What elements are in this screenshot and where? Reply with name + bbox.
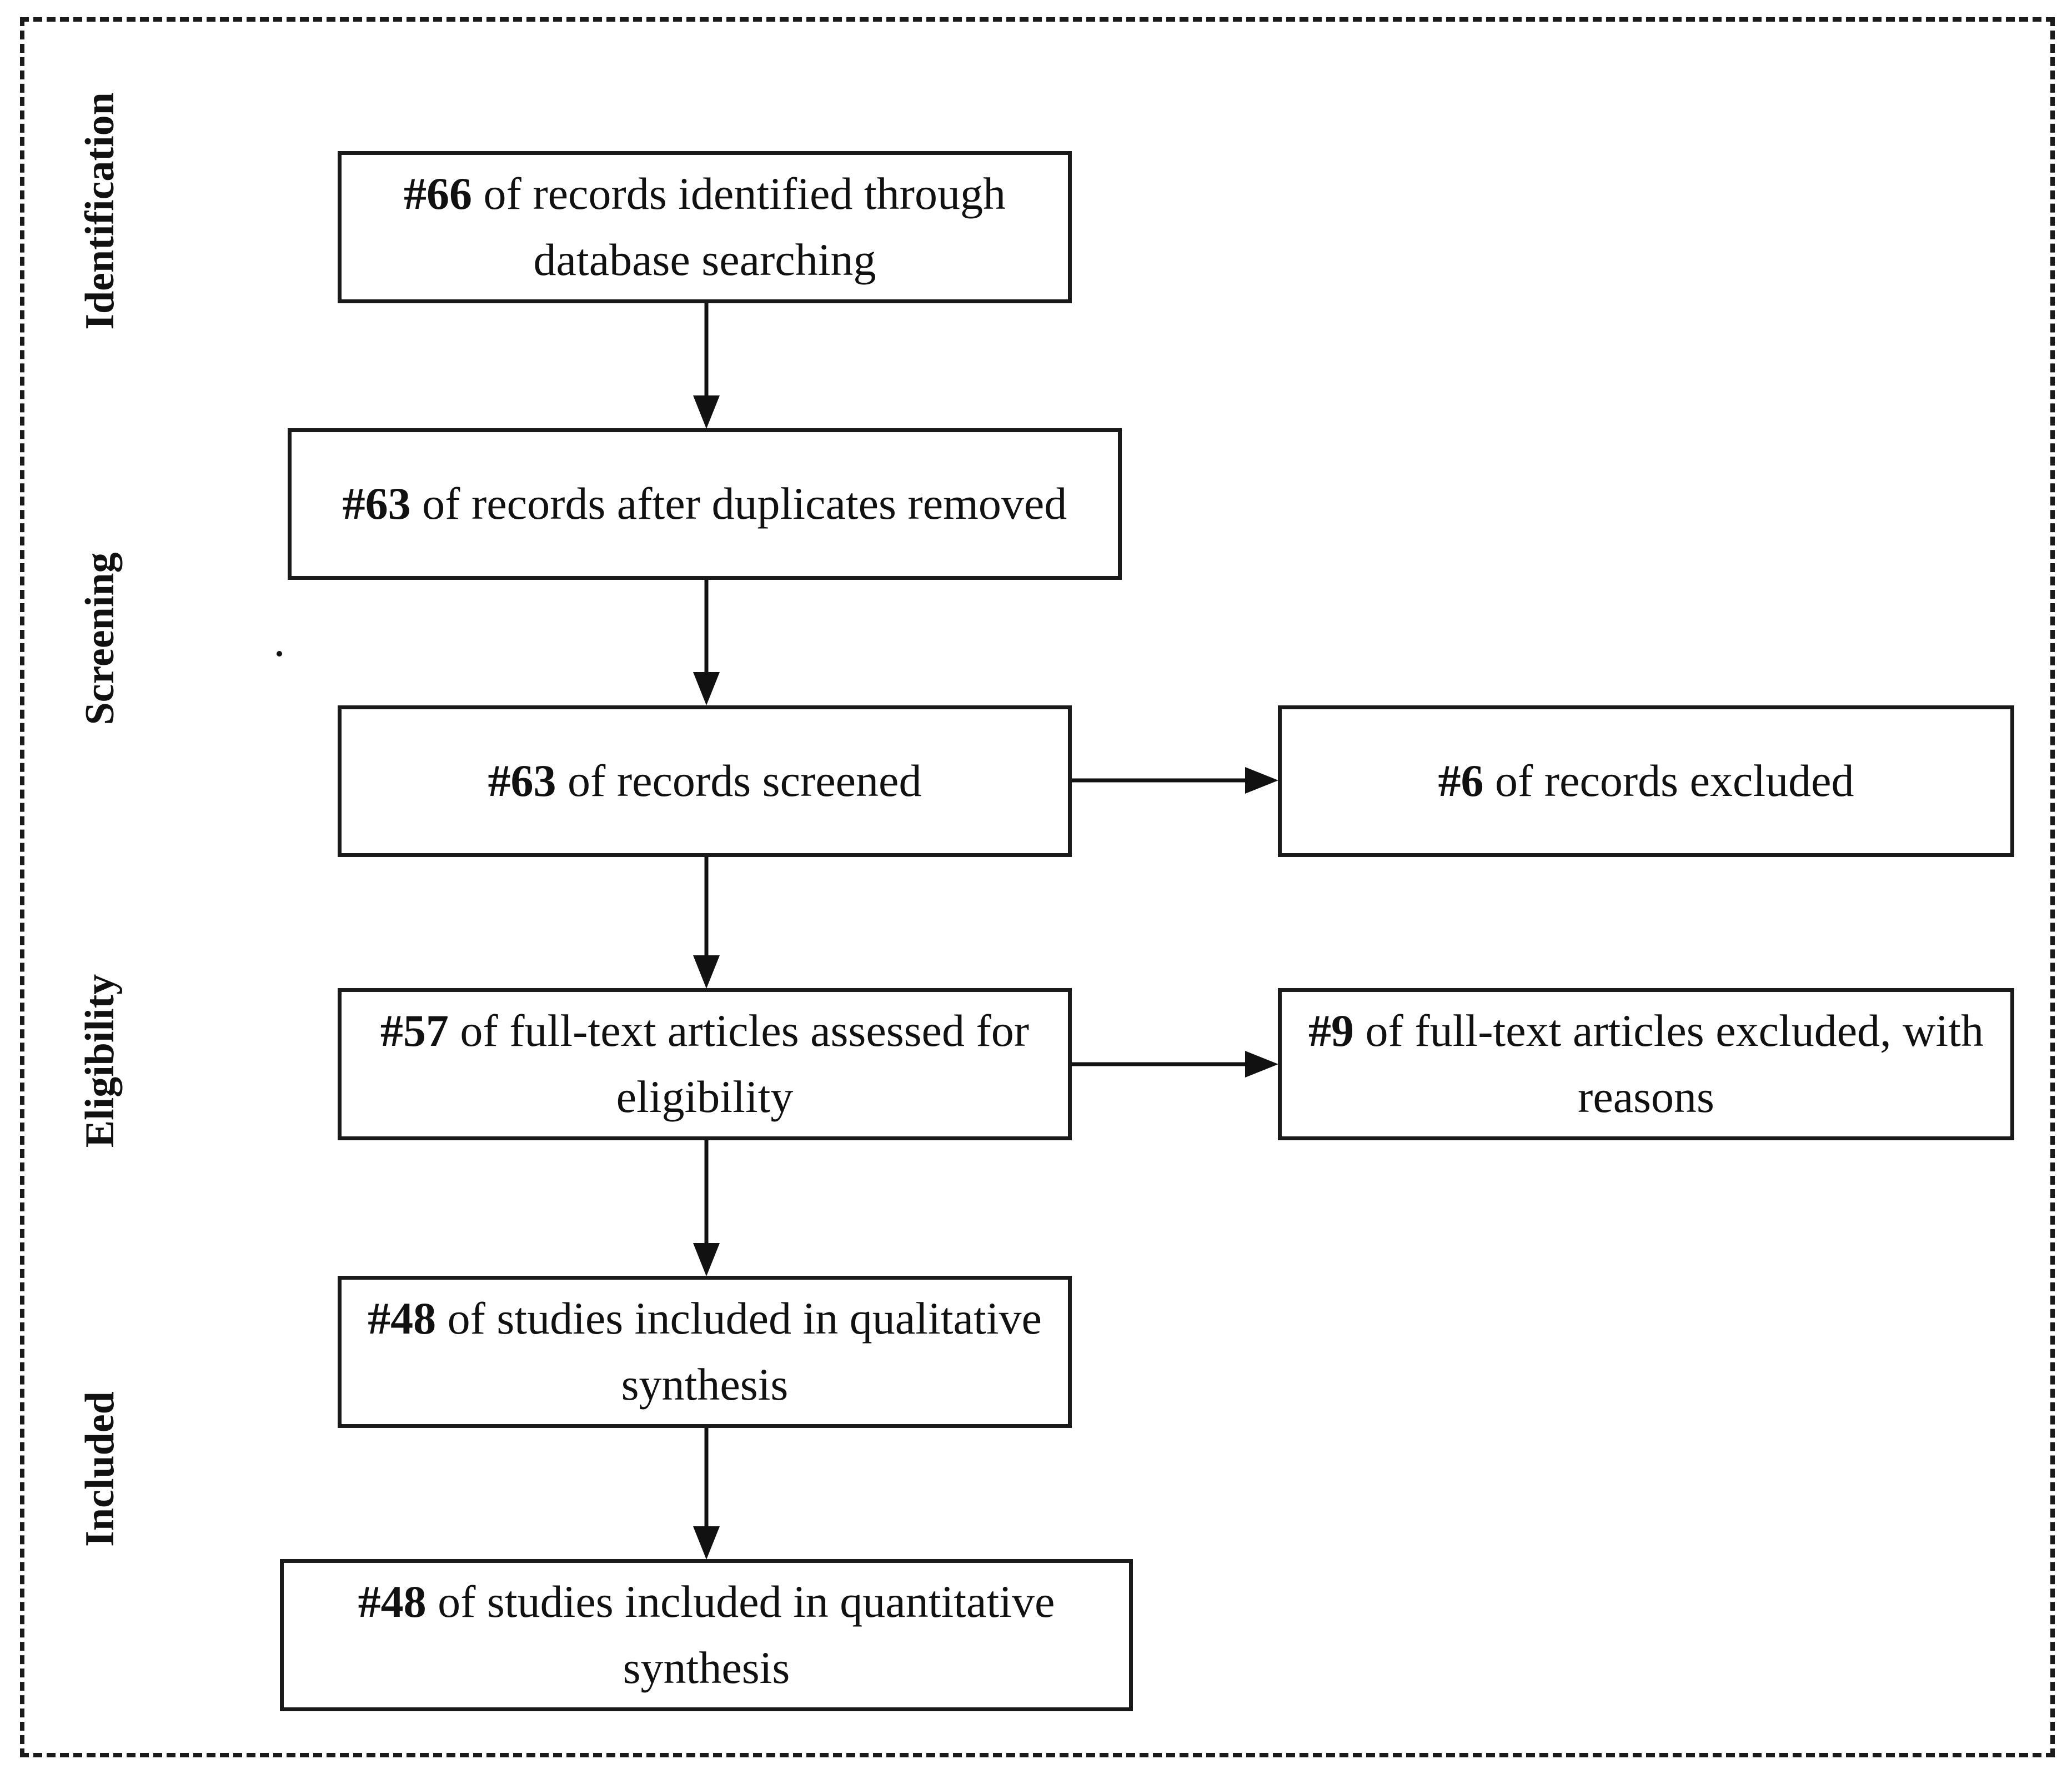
box-fulltext-excluded: #9 of full-text articles excluded, with … — [1278, 988, 2014, 1140]
count-quantitative-synthesis: #48 — [358, 1576, 427, 1627]
box-records-excluded: #6 of records excluded — [1278, 705, 2014, 857]
text-duplicates-removed: of records after duplicates removed — [422, 478, 1067, 529]
text-qualitative-synthesis: of studies included in qualitative synth… — [447, 1293, 1042, 1410]
arrowhead-2 — [693, 672, 720, 705]
arrowhead-5 — [1245, 1051, 1278, 1078]
box-records-screened: #63 of records screened — [338, 705, 1072, 857]
count-fulltext-excluded: #9 — [1308, 1005, 1354, 1056]
count-duplicates-removed: #63 — [342, 478, 411, 529]
box-duplicates-removed: #63 of records after duplicates removed — [288, 428, 1122, 580]
text-fulltext-excluded: of full-text articles excluded, with rea… — [1365, 1005, 1984, 1122]
arrowhead-1 — [693, 395, 720, 429]
arrowhead-3 — [1245, 767, 1278, 794]
count-records-identified: #66 — [404, 168, 473, 219]
count-fulltext-assessed: #57 — [380, 1005, 449, 1056]
arrowhead-4 — [693, 955, 720, 989]
box-records-identified: #66 of records identified through databa… — [338, 151, 1072, 303]
text-records-excluded: of records excluded — [1494, 755, 1854, 806]
count-records-screened: #63 — [488, 755, 556, 806]
text-quantitative-synthesis: of studies included in quantitative synt… — [438, 1576, 1055, 1693]
count-records-excluded: #6 — [1438, 755, 1484, 806]
text-fulltext-assessed: of full-text articles assessed for eligi… — [460, 1005, 1030, 1122]
box-fulltext-assessed: #57 of full-text articles assessed for e… — [338, 988, 1072, 1140]
stray-dot — [277, 651, 282, 657]
box-qualitative-synthesis: #48 of studies included in qualitative s… — [338, 1276, 1072, 1428]
dashed-frame — [20, 17, 2055, 1757]
arrowhead-6 — [693, 1243, 720, 1276]
arrowhead-7 — [693, 1526, 720, 1560]
count-qualitative-synthesis: #48 — [368, 1293, 437, 1344]
text-records-screened: of records screened — [568, 755, 922, 806]
box-quantitative-synthesis: #48 of studies included in quantitative … — [280, 1559, 1133, 1711]
text-records-identified: of records identified through database s… — [483, 168, 1006, 285]
